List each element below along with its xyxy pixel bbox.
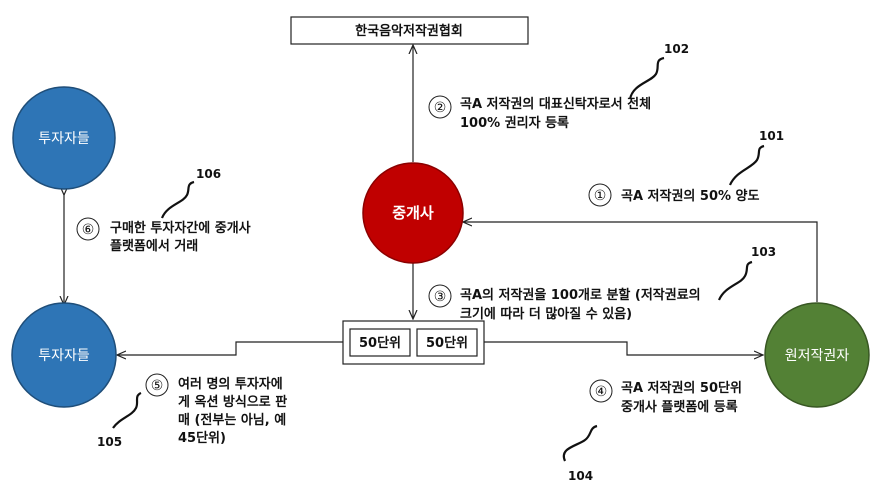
arrow-units-to-author [484, 341, 762, 355]
step-3: ③ 곡A의 저작권을 100개로 분할 (저작권료의 크기에 따라 더 많아질 … [428, 284, 701, 322]
step-6-line-1: 구매한 투자자간에 중개사 [110, 220, 251, 236]
step-4: ④ 곡A 저작권의 50단위 중개사 플랫폼에 등록 [589, 379, 742, 415]
step-5-line-2: 게 옥션 방식으로 판 [178, 394, 287, 410]
step-1-line-1: 곡A 저작권의 50% 양도 [621, 188, 760, 204]
unit-label-b: 50단위 [426, 335, 468, 351]
arrow-units-to-investors [118, 341, 343, 355]
step-5-number: ⑤ [151, 378, 164, 394]
step-3-line-2: 크기에 따라 더 많아질 수 있음) [460, 306, 632, 322]
unit-box-a [349, 328, 411, 357]
ref-101: 101 [759, 129, 784, 143]
step-4-line-1: 곡A 저작권의 50단위 [621, 380, 742, 396]
unit-box-b [416, 328, 478, 357]
broker-node: 중개사 [362, 162, 464, 264]
units-group: 50단위 50단위 [342, 320, 485, 365]
step-2-number: ② [434, 100, 447, 116]
step-4-line-2: 중개사 플랫폼에 등록 [621, 399, 738, 415]
step-5-line-3: 매 (전부는 아님, 예 [178, 412, 286, 428]
ref-106: 106 [196, 167, 221, 181]
leader-105 [112, 391, 142, 429]
step-6: ⑥ 구매한 투자자간에 중개사 플랫폼에서 거래 [76, 217, 251, 254]
investors-bottom-label: 투자자들 [38, 348, 90, 364]
association-label: 한국음악저작권협회 [355, 23, 463, 39]
broker-label: 중개사 [392, 204, 434, 222]
step-5: ⑤ 여러 명의 투자자에 게 옥션 방식으로 판 매 (전부는 아님, 예 45… [145, 373, 287, 446]
original-author-label: 원저작권자 [785, 348, 850, 364]
leader-103 [717, 260, 753, 301]
step-6-number: ⑥ [82, 222, 95, 238]
ref-102: 102 [664, 42, 689, 56]
reference-leaders [112, 56, 765, 462]
ref-104: 104 [568, 469, 593, 483]
step-3-number: ③ [434, 289, 447, 305]
ref-105: 105 [97, 435, 122, 449]
step-5-line-4: 45단위) [178, 430, 226, 446]
leader-101 [728, 144, 765, 186]
leader-104 [562, 424, 598, 462]
connectors [64, 46, 818, 355]
step-1: ① 곡A 저작권의 50% 양도 [588, 183, 760, 207]
step-1-number: ① [594, 188, 607, 204]
step-3-line-1: 곡A의 저작권을 100개로 분할 (저작권료의 [460, 287, 701, 303]
unit-label-a: 50단위 [359, 335, 401, 351]
step-6-line-2: 플랫폼에서 거래 [110, 238, 198, 254]
investors-bottom-node: 투자자들 [11, 302, 117, 408]
step-2-line-2: 100% 권리자 등록 [460, 115, 569, 131]
leader-106 [160, 180, 195, 219]
step-2: ② 곡A 저작권의 대표신탁자로서 전체 100% 권리자 등록 [428, 95, 651, 131]
step-4-number: ④ [595, 384, 608, 400]
step-2-line-1: 곡A 저작권의 대표신탁자로서 전체 [460, 96, 651, 112]
arrow-author-to-broker [464, 222, 818, 302]
step-5-line-1: 여러 명의 투자자에 [178, 376, 283, 392]
leader-102 [628, 56, 665, 100]
association-node: 한국음악저작권협회 [290, 16, 529, 45]
original-author-node: 원저작권자 [764, 302, 870, 408]
ref-103: 103 [751, 245, 776, 259]
investors-top-label: 투자자들 [38, 131, 90, 147]
investors-top-node: 투자자들 [12, 86, 116, 190]
